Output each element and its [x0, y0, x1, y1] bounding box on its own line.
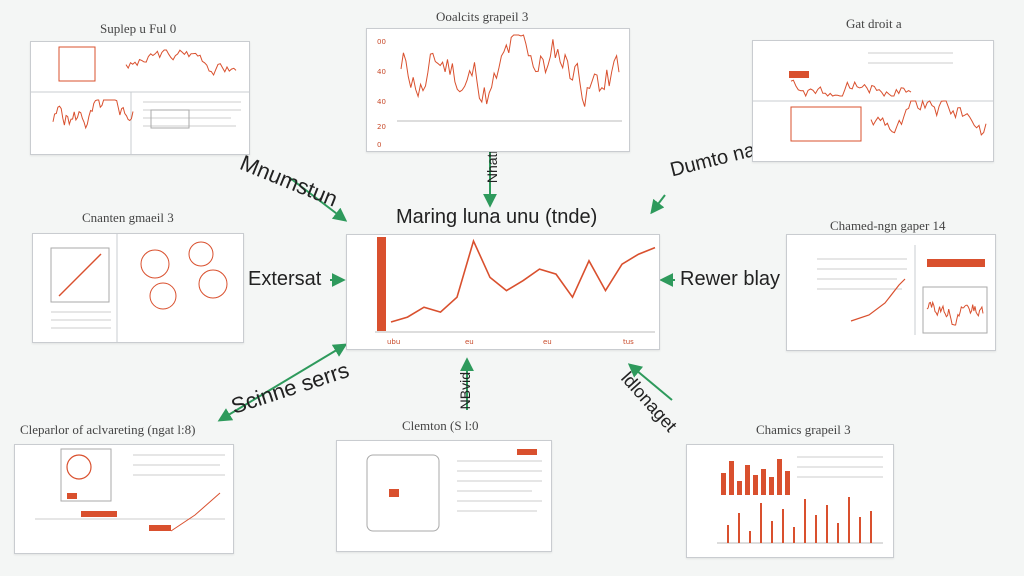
panel-title-top-left: Suplep u Ful 0 — [100, 21, 177, 36]
deco-bar — [777, 459, 782, 495]
arrow-label-mid-right: Rewer blay — [680, 268, 781, 290]
center-chart: ubu eu eu tus — [375, 237, 656, 346]
deco-bar — [761, 469, 766, 495]
panel-title-bottom-center: Clemton (S l:0 — [402, 418, 479, 433]
deco-bar — [745, 465, 750, 495]
panel-title-top-center: Ooalcits grapeil 3 — [436, 9, 529, 24]
deco-bar — [859, 517, 861, 543]
arrow-label-mid-left: Extersat — [248, 268, 322, 290]
center-chart-line — [390, 238, 656, 323]
panel-title-mid-right: Chamed-ngn gaper 14 — [830, 218, 946, 233]
top-center-ytick-5: 0 — [377, 141, 381, 149]
panel-title-bottom-right: Chamics grapeil 3 — [756, 422, 851, 437]
deco-bar — [738, 513, 740, 543]
panel-bottom-right — [686, 444, 894, 558]
deco-bar — [837, 523, 839, 543]
arrow-label-bottom-center: NBvid — [457, 372, 473, 410]
deco-bar — [771, 521, 773, 543]
panel-top-left — [30, 41, 250, 155]
panel-mid-right — [786, 234, 996, 351]
deco-bar — [721, 473, 726, 495]
deco-bar — [749, 531, 751, 543]
deco-bar — [848, 497, 850, 543]
center-tick-4: tus — [623, 338, 634, 346]
center-tick-3: eu — [543, 338, 552, 346]
arrow-label-top-left: Mnumstun — [236, 150, 342, 212]
deco-bar — [729, 461, 734, 495]
deco-bar — [804, 499, 806, 543]
deco-bar — [769, 477, 774, 495]
top-center-ytick-4: 20 — [377, 123, 386, 131]
deco-bar — [870, 511, 872, 543]
arrow-label-bottom-left: Scinne serrs — [228, 357, 353, 419]
top-center-ytick-2: 40 — [377, 68, 386, 76]
panel-top-center: 00 40 40 20 0 — [366, 28, 630, 152]
panel-title-mid-left: Cnanten gmaeil 3 — [82, 210, 174, 225]
panel-bottom-center — [336, 440, 552, 552]
panel-bottom-left — [14, 444, 234, 554]
panel-title-bottom-left: Cleparlor of aclvareting (ngat l:8) — [20, 422, 196, 437]
deco-bar — [815, 515, 817, 543]
center-title: Maring luna unu (tnde) — [396, 206, 598, 228]
panel-title-top-right: Gat droit a — [846, 16, 902, 31]
deco-bar — [785, 471, 790, 495]
center-chart-panel: ubu eu eu tus — [346, 234, 660, 350]
deco-bar — [793, 527, 795, 543]
deco-bar — [782, 509, 784, 543]
deco-bar — [727, 525, 729, 543]
center-chart-bar — [377, 237, 386, 331]
deco-bar — [753, 475, 758, 495]
top-center-ytick-3: 40 — [377, 98, 386, 106]
top-center-ytick-1: 00 — [377, 38, 386, 46]
deco-bar — [826, 505, 828, 543]
center-tick-2: eu — [465, 338, 474, 346]
panel-mid-left — [32, 233, 244, 343]
arrow-top-right — [650, 194, 666, 215]
panel-top-right — [752, 40, 994, 162]
deco-bar — [737, 481, 742, 495]
arrow-label-bottom-right: ldlonaget — [617, 368, 681, 436]
center-tick-1: ubu — [387, 338, 400, 346]
deco-bar — [760, 503, 762, 543]
